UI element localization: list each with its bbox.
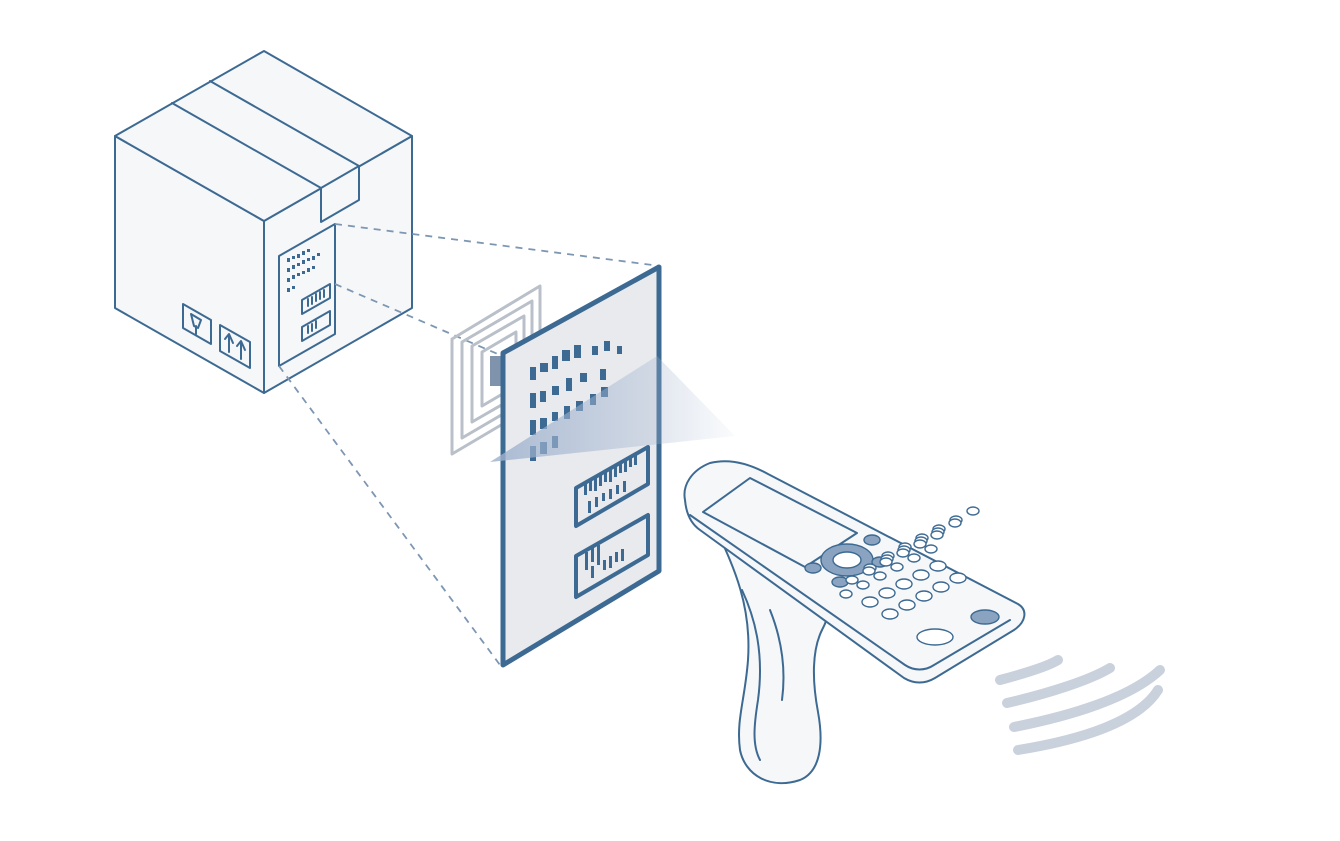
scanner-key xyxy=(932,581,950,593)
scanner-key xyxy=(912,569,930,581)
scanner-keypad xyxy=(839,506,980,620)
box-label-marks xyxy=(287,249,320,292)
scanner-key xyxy=(881,608,899,620)
label-panel xyxy=(500,264,662,668)
handheld-scanner-icon xyxy=(683,460,1026,785)
scanner-key xyxy=(879,557,893,567)
scanner-key xyxy=(878,587,896,599)
scanner-key xyxy=(862,566,876,576)
scanner-trigger xyxy=(769,609,785,701)
scanner-key xyxy=(845,575,859,585)
box-tape-edge-1 xyxy=(171,102,322,189)
this-way-up-icon xyxy=(219,324,251,369)
scanner-key xyxy=(966,506,980,516)
box-tape-flap xyxy=(320,165,360,223)
scanner-key xyxy=(873,571,887,581)
box-label-barcode-1 xyxy=(301,283,331,315)
scanner-body-edge xyxy=(689,514,1011,671)
box-label-barcode-lines xyxy=(307,289,325,334)
label-barcode-1-bars xyxy=(584,453,637,513)
scanner-key xyxy=(924,544,938,554)
scanner-key xyxy=(890,562,904,572)
scanner-key xyxy=(930,530,944,540)
scanner-key xyxy=(948,518,962,528)
scanner-key xyxy=(949,572,967,584)
scanner-key xyxy=(896,548,910,558)
scanner-key xyxy=(861,596,879,608)
scanner-key xyxy=(915,590,933,602)
package-box-icon xyxy=(114,50,413,394)
scanner-screen xyxy=(702,477,858,568)
box-label-barcode-2 xyxy=(301,310,331,342)
scan-beam xyxy=(490,356,735,462)
scanner-key xyxy=(929,560,947,572)
label-barcode-box-2 xyxy=(574,513,650,599)
label-barcode-2-bars xyxy=(585,545,624,578)
scanner-key xyxy=(898,599,916,611)
wireless-signal-icon xyxy=(995,655,1165,755)
scanner-key xyxy=(895,578,913,590)
zoom-guide-lines xyxy=(278,223,661,666)
scanner-function-key xyxy=(970,609,1000,625)
scanner-key xyxy=(839,589,853,599)
shipping-label-icon xyxy=(500,264,662,668)
scanner-key xyxy=(913,539,927,549)
fragile-glass-icon xyxy=(182,303,212,345)
scanner-enter-key xyxy=(916,628,954,646)
scanner-grip-contour xyxy=(741,589,761,761)
scanner-key xyxy=(907,553,921,563)
scanner-key xyxy=(856,580,870,590)
box-tape-edge-2 xyxy=(209,80,360,167)
